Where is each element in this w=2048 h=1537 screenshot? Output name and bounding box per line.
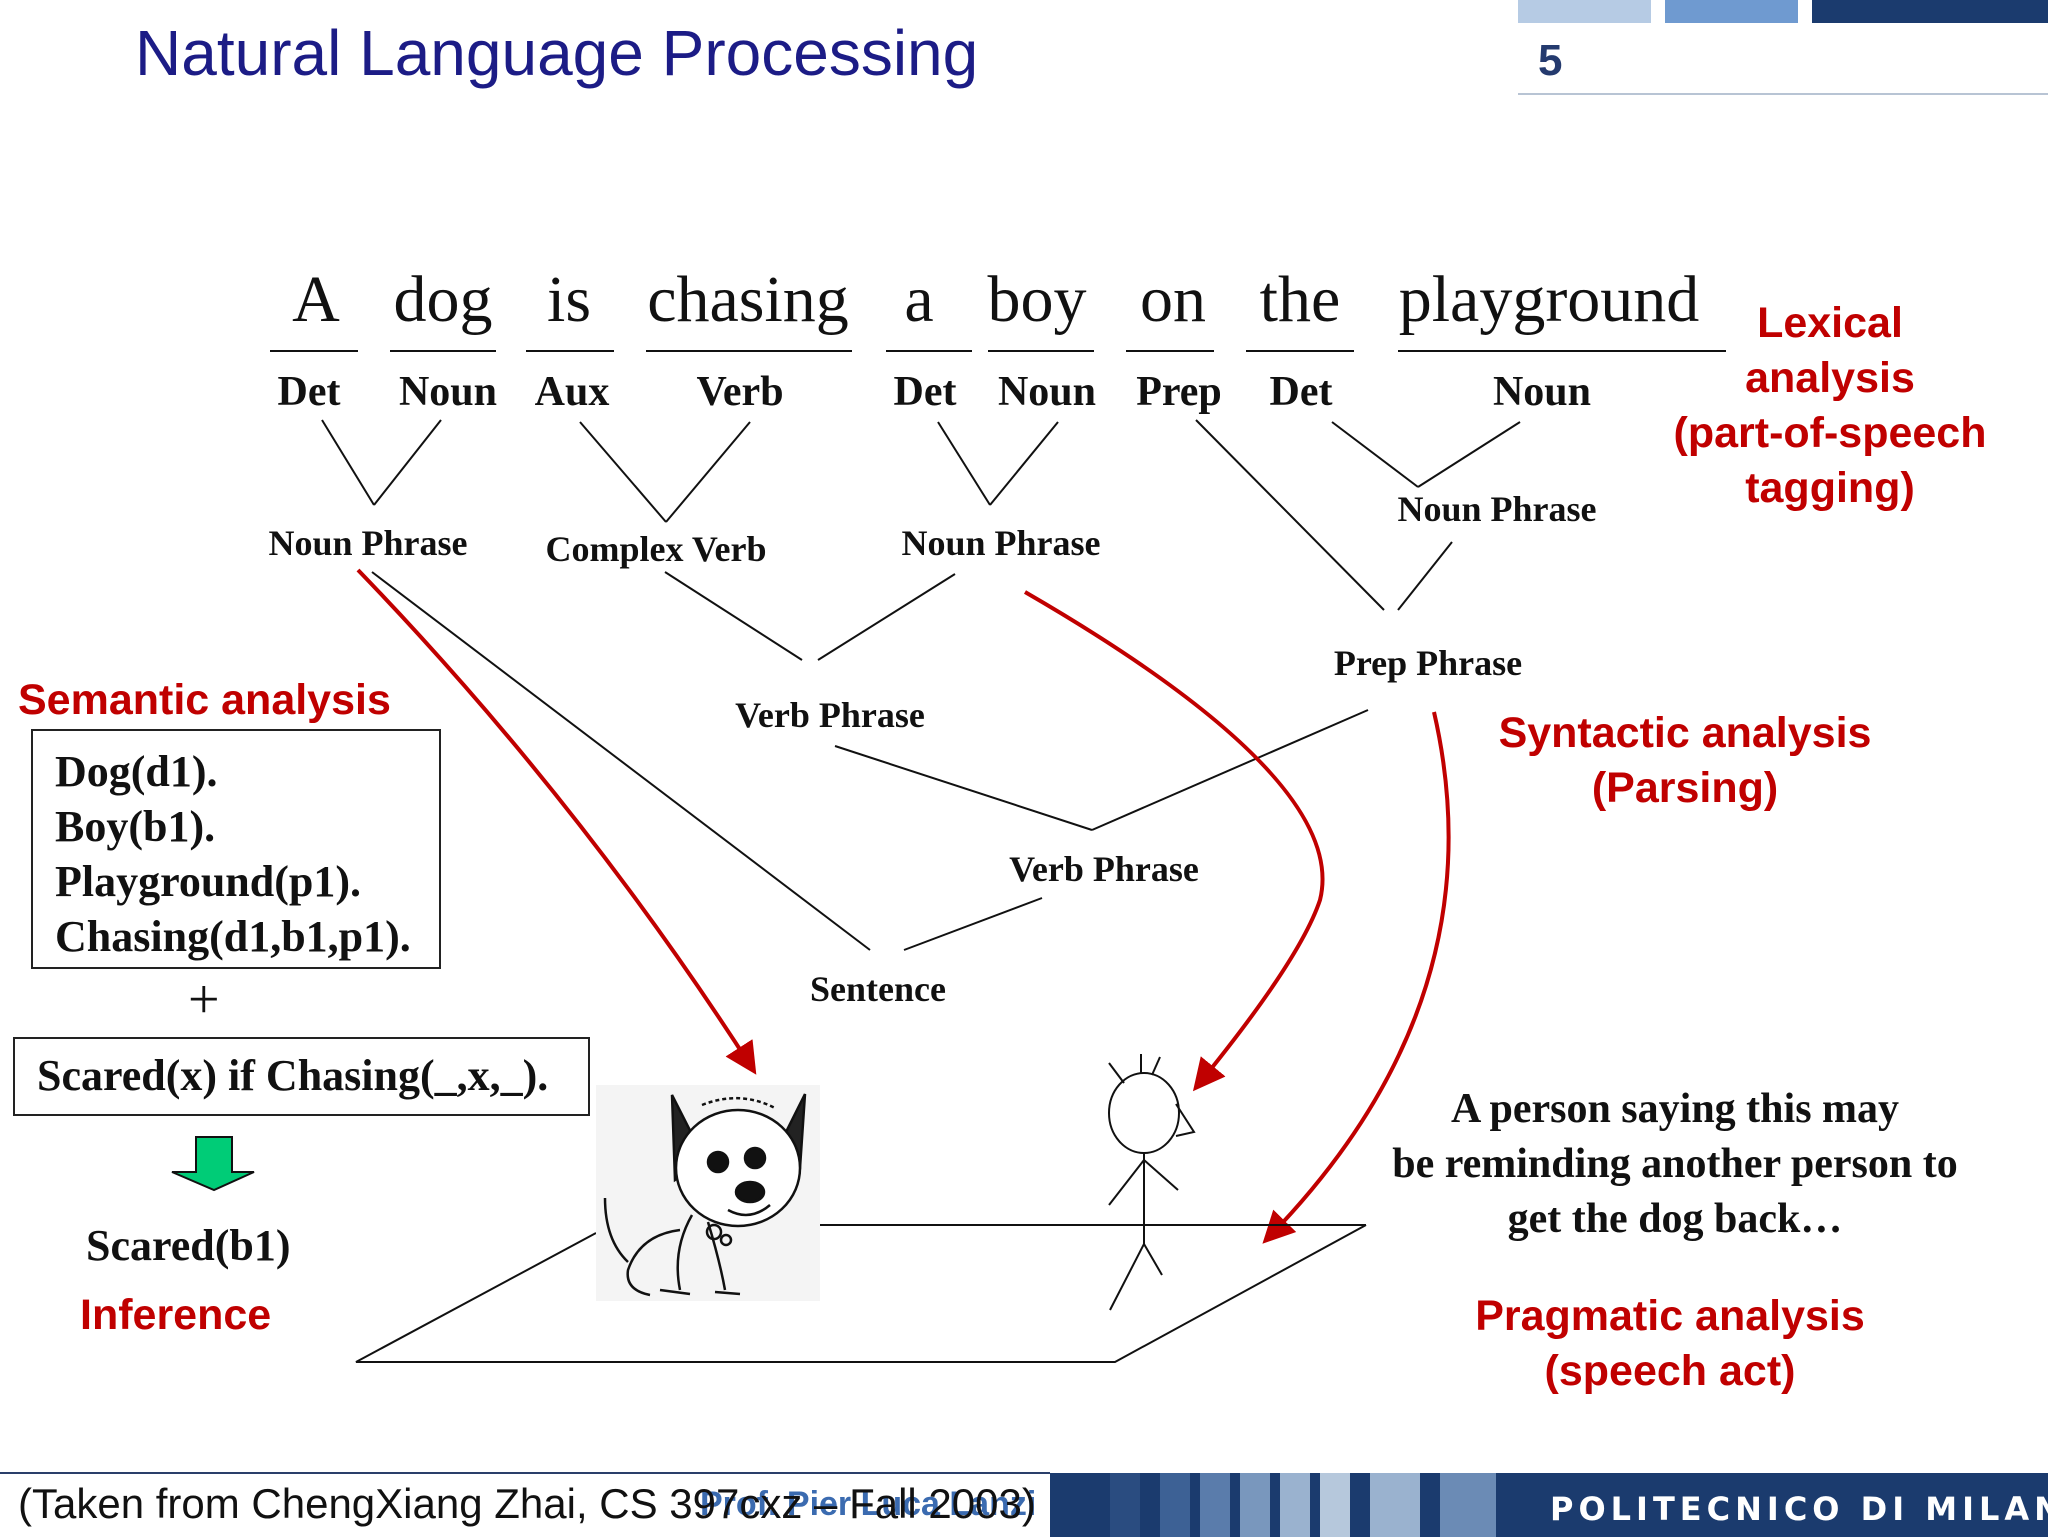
word-underline bbox=[390, 350, 496, 352]
top-bar-mid bbox=[1665, 0, 1798, 23]
word-5: a bbox=[904, 263, 934, 336]
footer-rule bbox=[0, 1472, 1050, 1474]
node-complex-verb: Complex Verb bbox=[545, 529, 767, 569]
playground-plane bbox=[355, 1224, 1367, 1363]
fact: Boy(b1). bbox=[55, 802, 216, 851]
node-noun-phrase: Noun Phrase bbox=[268, 523, 468, 563]
dog-illustration bbox=[596, 1085, 820, 1301]
word-4: chasing bbox=[647, 263, 849, 336]
pos-tag-9: Noun bbox=[1492, 369, 1592, 415]
syntactic-analysis-label: Syntactic analysis (Parsing) bbox=[1498, 709, 1872, 812]
pragmatic-text: A person saying this may be reminding an… bbox=[1392, 1086, 1958, 1242]
footer-institution: POLITECNICO DI MILANO bbox=[1550, 1490, 2048, 1528]
semantic-facts-box: Dog(d1). Boy(b1). Playground(p1). Chasin… bbox=[31, 729, 441, 969]
pos-tag-2: Noun bbox=[398, 369, 498, 415]
node-noun-phrase: Noun Phrase bbox=[1397, 489, 1597, 529]
pos-tag-3: Aux bbox=[534, 369, 610, 415]
semantic-analysis-label: Semantic analysis bbox=[18, 676, 391, 724]
stick-figure-boy bbox=[1108, 1054, 1196, 1311]
pragmatic-analysis-label: Pragmatic analysis (speech act) bbox=[1475, 1292, 1865, 1395]
top-bar-light bbox=[1518, 0, 1651, 23]
pos-tag-6: Noun bbox=[997, 369, 1097, 415]
node-noun-phrase: Noun Phrase bbox=[901, 523, 1101, 563]
lexical-analysis-label: Lexical analysis (part-of-speech tagging… bbox=[1673, 299, 1987, 512]
footer-credit: (Taken from ChengXiang Zhai, CS 397cxz –… bbox=[18, 1480, 1036, 1527]
inference-rule: Scared(x) if Chasing(_,x,_). bbox=[37, 1051, 549, 1100]
word-underline bbox=[886, 350, 972, 352]
word-underline bbox=[1398, 350, 1726, 352]
node-verb-phrase: Verb Phrase bbox=[735, 695, 925, 735]
header-rule bbox=[1518, 93, 2048, 95]
word-9: playground bbox=[1398, 263, 1700, 336]
tree-lines bbox=[321, 419, 1521, 951]
fact: Playground(p1). bbox=[55, 857, 362, 906]
page-number: 5 bbox=[1538, 36, 1563, 85]
analysis-arrows bbox=[356, 568, 1451, 1244]
word-underline bbox=[988, 350, 1094, 352]
inference-rule-box: Scared(x) if Chasing(_,x,_). bbox=[13, 1037, 590, 1116]
pos-tag-1: Det bbox=[277, 369, 341, 415]
word-2: dog bbox=[393, 263, 493, 336]
word-7: on bbox=[1140, 263, 1206, 336]
fact: Chasing(d1,b1,p1). bbox=[55, 912, 411, 961]
top-bar-dark bbox=[1812, 0, 2048, 23]
word-3: is bbox=[546, 263, 592, 336]
footer-professor: Prof. Pier Luca Lanzi bbox=[700, 1485, 1037, 1523]
plus-sign: + bbox=[188, 969, 220, 1031]
word-1: A bbox=[292, 263, 340, 336]
slide-title: Natural Language Processing bbox=[135, 17, 979, 89]
pos-tag-7: Prep bbox=[1136, 369, 1222, 415]
inference-label: Inference bbox=[80, 1291, 272, 1339]
pos-tag-4: Verb bbox=[696, 369, 784, 415]
word-8: the bbox=[1259, 263, 1341, 336]
node-prep-phrase: Prep Phrase bbox=[1333, 643, 1523, 683]
down-arrow-icon bbox=[171, 1136, 255, 1192]
inference-conclusion: Scared(b1) bbox=[86, 1221, 291, 1270]
word-underline bbox=[646, 350, 852, 352]
word-underline bbox=[1246, 350, 1354, 352]
word-6: boy bbox=[987, 263, 1087, 336]
fact: Dog(d1). bbox=[55, 747, 218, 796]
pos-tag-8: Det bbox=[1269, 369, 1333, 415]
pos-tag-5: Det bbox=[893, 369, 957, 415]
word-underline bbox=[1126, 350, 1214, 352]
word-underline bbox=[526, 350, 614, 352]
word-underline bbox=[270, 350, 358, 352]
node-verb-phrase: Verb Phrase bbox=[1009, 849, 1199, 889]
node-sentence: Sentence bbox=[810, 969, 946, 1009]
